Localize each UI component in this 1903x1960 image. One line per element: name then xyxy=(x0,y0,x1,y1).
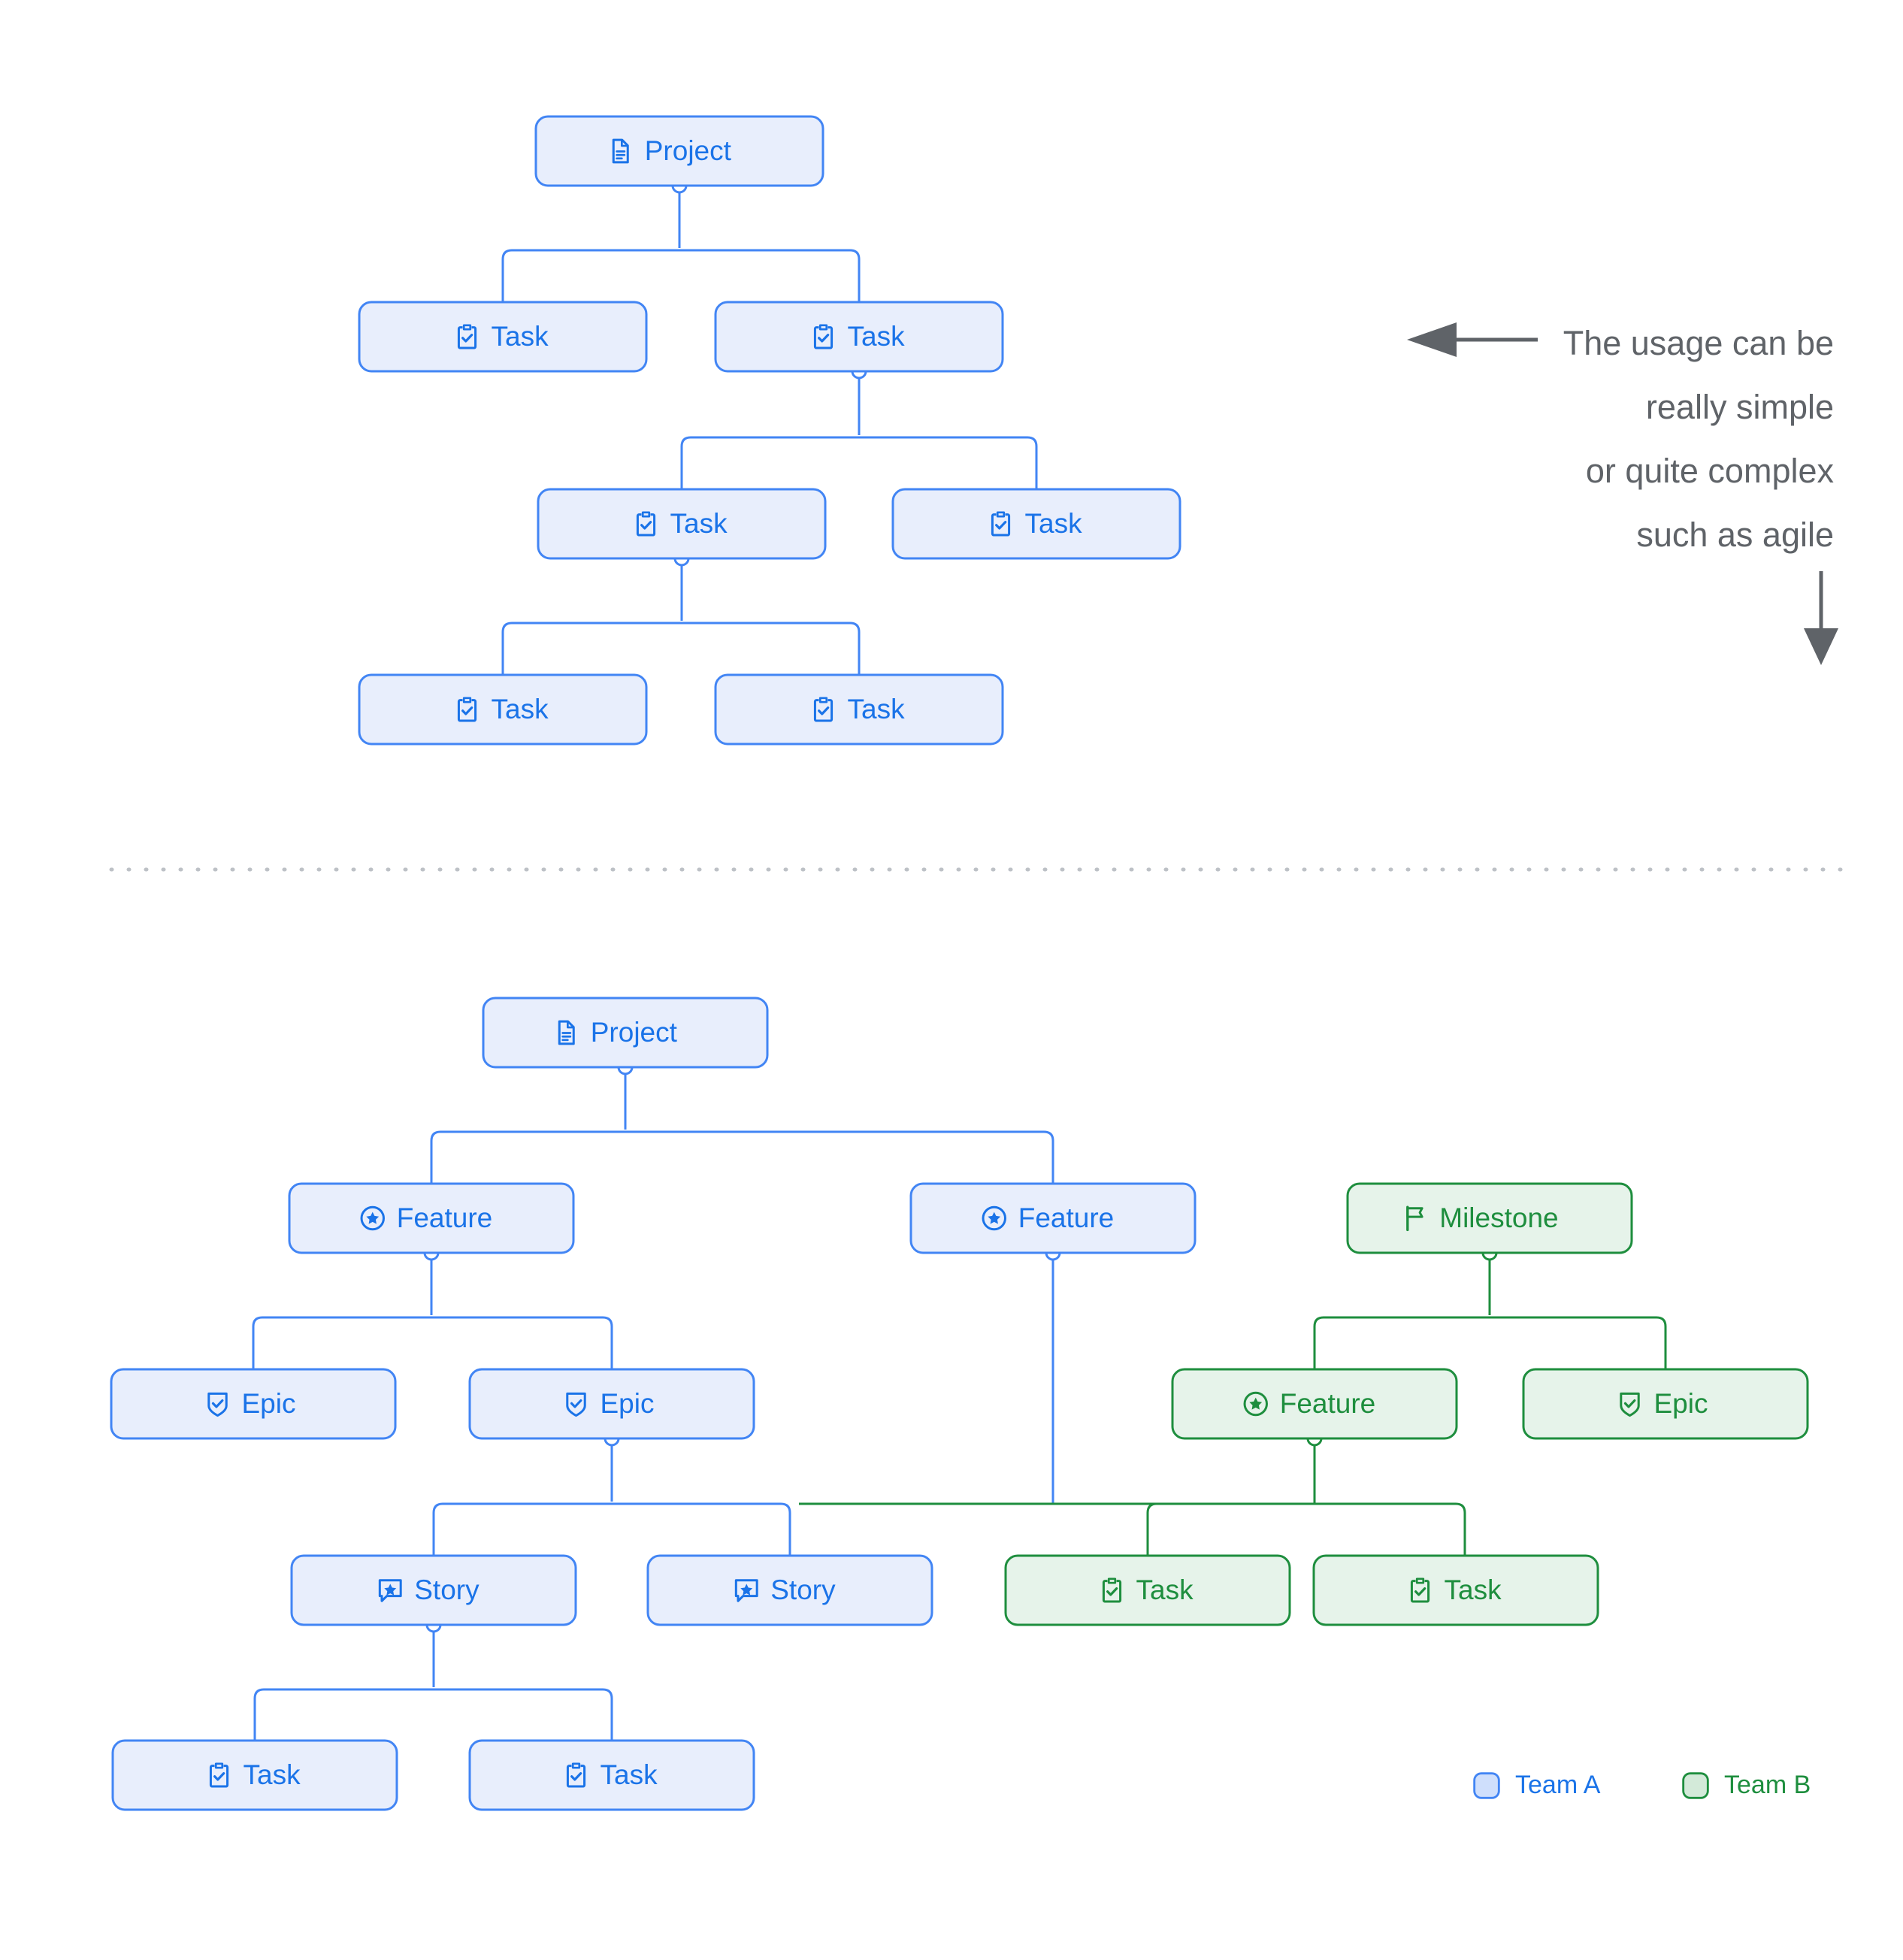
annotation-line-4: such as agile xyxy=(1636,516,1834,554)
arrow-left-icon xyxy=(1407,322,1538,357)
node-box xyxy=(534,115,824,187)
node-task[interactable]: Task xyxy=(358,301,648,373)
node-label: Task xyxy=(244,1759,301,1790)
node-label: Epic xyxy=(601,1388,655,1419)
node-epic[interactable]: Epic xyxy=(1522,1368,1809,1440)
annotation-line-1: The usage can be xyxy=(1563,324,1834,362)
node-label: Feature xyxy=(1280,1388,1376,1419)
node-box xyxy=(482,997,769,1069)
node-label: Task xyxy=(601,1759,658,1790)
node-label: Project xyxy=(645,135,732,166)
node-box xyxy=(646,1554,933,1626)
node-box xyxy=(1312,1554,1599,1626)
node-milestone[interactable]: Milestone xyxy=(1346,1182,1633,1254)
node-epic[interactable]: Epic xyxy=(468,1368,755,1440)
node-box xyxy=(891,488,1181,560)
node-box xyxy=(468,1368,755,1440)
node-task[interactable]: Task xyxy=(358,673,648,746)
node-label: Feature xyxy=(1018,1202,1115,1233)
usage-annotation: The usage can be really simple or quite … xyxy=(1407,322,1838,665)
node-epic[interactable]: Epic xyxy=(110,1368,397,1440)
legend-swatch-icon xyxy=(1473,1772,1500,1799)
node-label: Task xyxy=(492,694,549,724)
legend-label-team-b: Team B xyxy=(1724,1771,1811,1799)
node-box xyxy=(290,1554,577,1626)
top-edges xyxy=(501,177,1038,675)
node-box xyxy=(1522,1368,1809,1440)
legend-label-team-a: Team A xyxy=(1515,1771,1601,1799)
node-feature[interactable]: Feature xyxy=(1171,1368,1458,1440)
node-label: Task xyxy=(848,694,906,724)
node-label: Milestone xyxy=(1439,1202,1558,1233)
node-label: Epic xyxy=(1654,1388,1708,1419)
node-label: Epic xyxy=(242,1388,296,1419)
node-box xyxy=(110,1368,397,1440)
node-feature[interactable]: Feature xyxy=(288,1182,575,1254)
node-label: Task xyxy=(492,321,549,352)
node-story[interactable]: Story xyxy=(290,1554,577,1626)
node-box xyxy=(714,301,1004,373)
node-box xyxy=(111,1739,398,1811)
node-task[interactable]: Task xyxy=(714,301,1004,373)
node-label: Feature xyxy=(397,1202,493,1233)
node-box xyxy=(1346,1182,1633,1254)
node-task[interactable]: Task xyxy=(891,488,1181,560)
node-box xyxy=(909,1182,1197,1254)
node-feature[interactable]: Feature xyxy=(909,1182,1197,1254)
node-project[interactable]: Project xyxy=(482,997,769,1069)
node-label: Task xyxy=(1136,1574,1194,1605)
node-label: Project xyxy=(591,1017,678,1048)
annotation-line-3: or quite complex xyxy=(1586,452,1835,490)
legend-item-team-a[interactable]: Team A xyxy=(1473,1771,1601,1799)
annotation-line-2: really simple xyxy=(1646,388,1834,426)
node-box xyxy=(358,301,648,373)
node-label: Task xyxy=(1025,508,1083,539)
node-task[interactable]: Task xyxy=(714,673,1004,746)
bottom-edges-green xyxy=(799,1245,1667,1556)
node-box xyxy=(1004,1554,1291,1626)
node-label: Task xyxy=(848,321,906,352)
node-label: Task xyxy=(1445,1574,1502,1605)
legend-swatch-icon xyxy=(1682,1772,1709,1799)
node-box xyxy=(288,1182,575,1254)
node-box xyxy=(1171,1368,1458,1440)
node-task[interactable]: Task xyxy=(111,1739,398,1811)
node-box xyxy=(468,1739,755,1811)
node-task[interactable]: Task xyxy=(1312,1554,1599,1626)
node-label: Task xyxy=(670,508,728,539)
legend-item-team-b[interactable]: Team B xyxy=(1682,1771,1811,1799)
node-box xyxy=(714,673,1004,746)
node-box xyxy=(537,488,827,560)
node-story[interactable]: Story xyxy=(646,1554,933,1626)
node-task[interactable]: Task xyxy=(1004,1554,1291,1626)
node-box xyxy=(358,673,648,746)
node-task[interactable]: Task xyxy=(537,488,827,560)
node-project[interactable]: Project xyxy=(534,115,824,187)
team-legend: Team A Team B xyxy=(1473,1771,1811,1799)
arrow-down-icon xyxy=(1804,571,1838,665)
node-label: Story xyxy=(414,1574,480,1605)
node-task[interactable]: Task xyxy=(468,1739,755,1811)
node-label: Story xyxy=(770,1574,836,1605)
